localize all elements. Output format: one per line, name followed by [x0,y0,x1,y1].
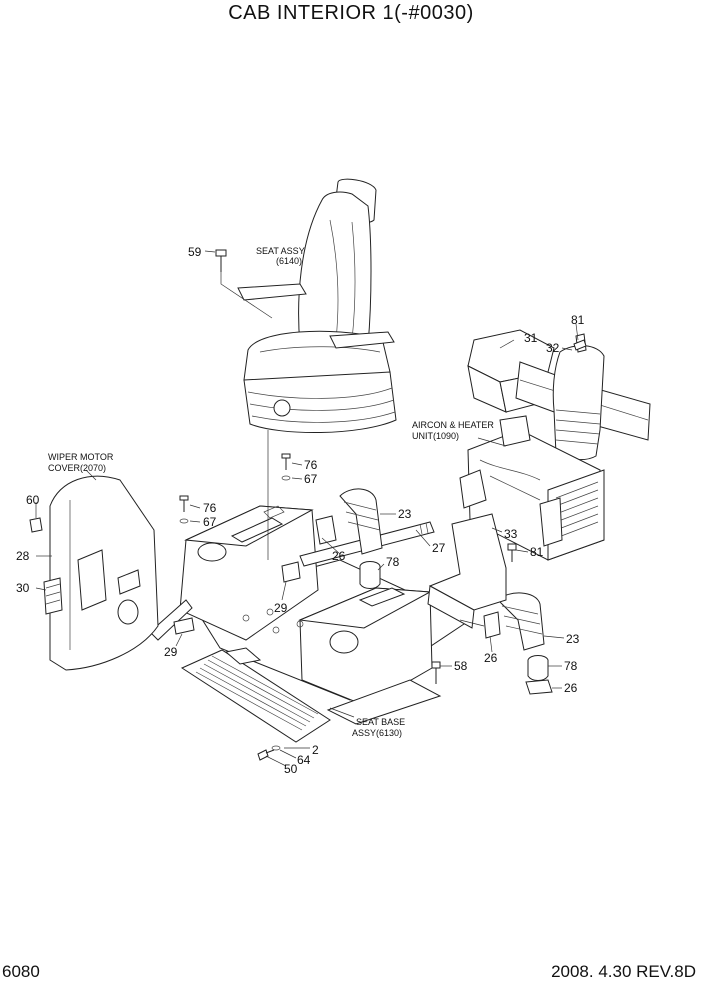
callout-76: 76 [304,458,318,472]
wiper-motor-cover [43,475,159,671]
callout-28: 28 [16,549,30,563]
callout-23: 23 [398,507,412,521]
seat-assy-code: (6140) [276,256,302,266]
callout-29: 29 [274,601,288,615]
grille-panel [180,647,331,743]
aircon-heater-unit [459,415,605,561]
hose-upper [315,488,383,589]
wiper-code: COVER(2070) [48,463,106,473]
seat-base-assembly [179,505,472,725]
seat-base-code: ASSY(6130) [352,728,402,738]
callout-67: 67 [203,515,217,529]
callout-33: 33 [504,527,518,541]
callout-23: 23 [566,632,580,646]
callout-67: 67 [304,472,318,486]
callout-59: 59 [188,245,202,259]
callout-29: 29 [164,645,178,659]
callout-2: 2 [312,743,319,757]
hose-lower [483,592,553,695]
fasteners [29,249,587,761]
page-title: CAB INTERIOR 1(-#0030) [228,2,474,24]
aircon-code: UNIT(1090) [412,431,459,441]
callout-30: 30 [16,581,30,595]
callout-78: 78 [386,555,400,569]
callout-26: 26 [484,651,498,665]
leader-lines [35,250,579,767]
callout-50: 50 [284,762,298,776]
callout-76: 76 [203,501,217,515]
callout-26: 26 [332,549,346,563]
callout-32: 32 [546,341,560,355]
seat-assy-label: SEAT ASSY [256,246,305,256]
callout-78: 78 [564,659,578,673]
callout-60: 60 [26,493,40,507]
callout-58: 58 [454,659,468,673]
callout-81: 81 [530,545,544,559]
revision-date: 2008. 4.30 REV.8D [551,962,696,981]
assembly-labels: SEAT ASSY (6140) AIRCON & HEATER UNIT(10… [48,246,494,738]
callout-26: 26 [564,681,578,695]
callout-64: 64 [297,753,311,767]
seat-assembly [237,178,397,434]
air-duct-assembly [467,329,651,461]
duct-33 [427,513,507,629]
callout-31: 31 [524,331,538,345]
page-number: 6080 [2,962,40,981]
wiper-label: WIPER MOTOR [48,452,114,462]
callout-27: 27 [432,541,446,555]
callout-81: 81 [571,313,585,327]
seat-base-label: SEAT BASE [356,717,405,727]
callout-numbers: 59 31 81 32 76 67 76 67 60 28 30 23 26 2… [16,245,585,776]
aircon-label: AIRCON & HEATER [412,420,494,430]
